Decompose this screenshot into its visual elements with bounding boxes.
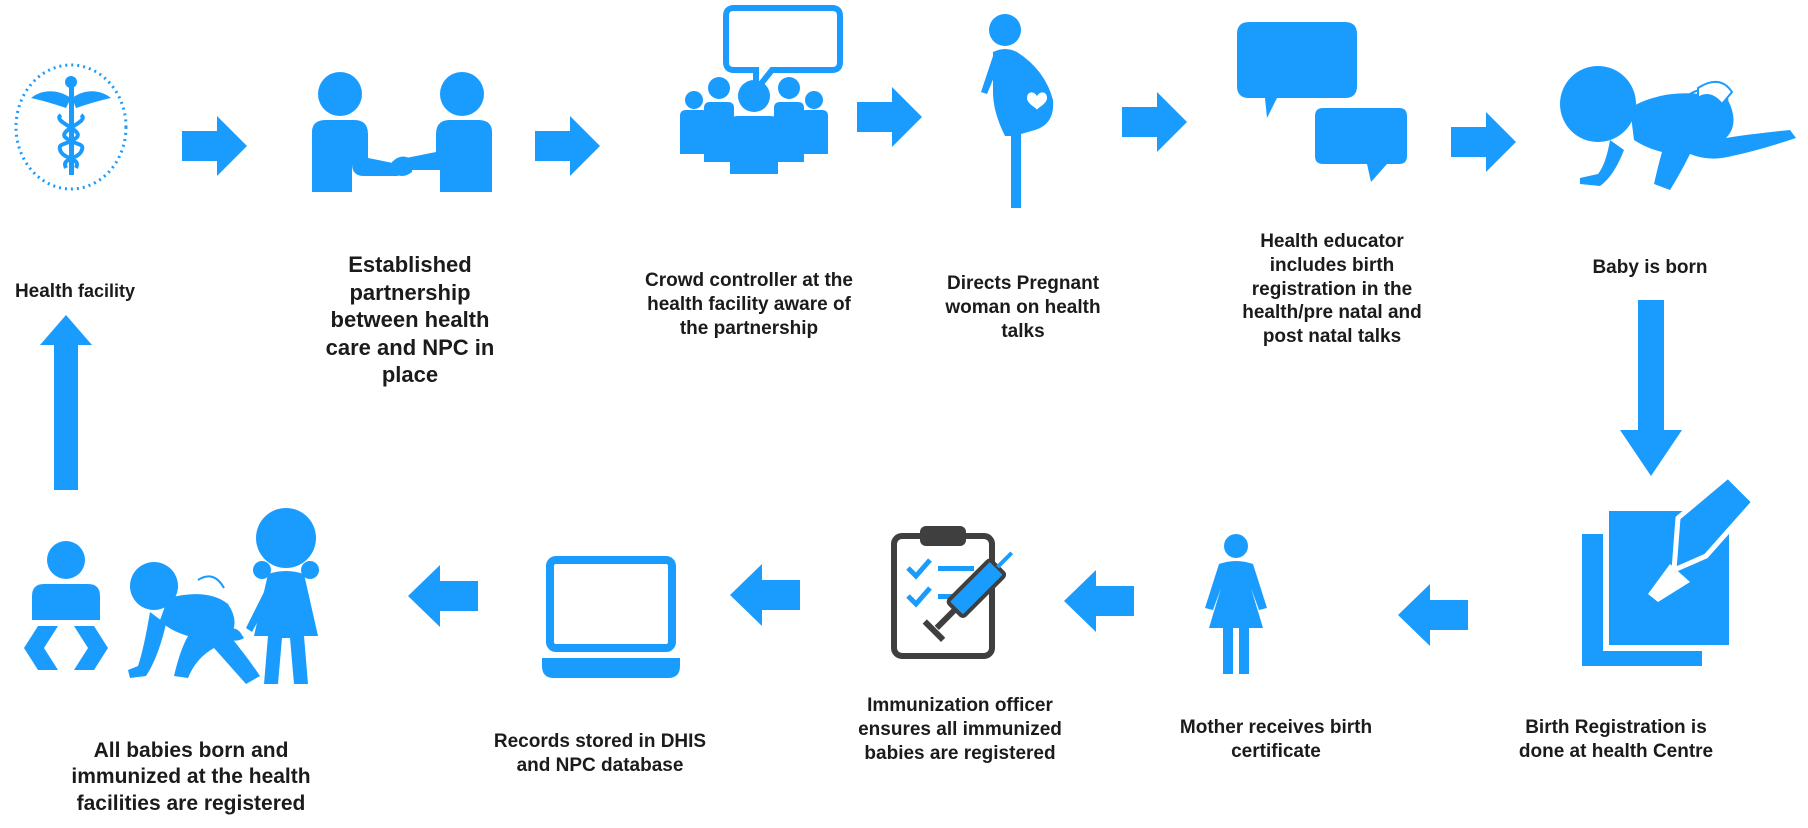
- immunization-officer-label: Immunization officer ensures all immuniz…: [858, 695, 1062, 764]
- crawling-baby-icon: [1550, 64, 1800, 209]
- crowd-speech-icon: [664, 4, 844, 194]
- arrow-right-icon: [535, 116, 600, 176]
- arrow-left-icon: [730, 564, 800, 626]
- pregnant-woman-icon: [975, 12, 1075, 212]
- baby-born-label: Baby is born: [1592, 257, 1708, 278]
- arrow-right-icon: [1451, 112, 1516, 172]
- arrow-right-icon: [1122, 92, 1187, 152]
- records-stored-label: Records stored in DHIS and NPC database: [493, 731, 707, 776]
- birth-registration-label: Birth Registration is done at health Cen…: [1518, 717, 1714, 762]
- arrow-down-icon: [1620, 300, 1682, 476]
- children-group-icon: [18, 508, 343, 688]
- all-babies-label: All babies born and immunized at the hea…: [71, 739, 311, 815]
- laptop-icon: [542, 556, 682, 680]
- arrow-up-icon: [40, 315, 92, 490]
- health-facility-label-strong: Health: [14, 281, 74, 302]
- document-pen-icon: [1578, 472, 1758, 671]
- arrow-left-icon: [1064, 570, 1134, 632]
- partnership-label: Established partnership between health c…: [325, 252, 495, 387]
- health-facility-label: Health facility: [0, 280, 150, 304]
- crowd-controller-label: Crowd controller at the health facility …: [645, 270, 853, 339]
- caduceus-icon: [6, 60, 136, 195]
- health-facility-label-rest: facility: [73, 281, 136, 301]
- handshake-icon: [312, 72, 492, 192]
- clipboard-syringe-icon: [890, 526, 1030, 661]
- woman-icon: [1205, 534, 1267, 674]
- speech-bubbles-icon: [1237, 20, 1407, 185]
- pregnant-woman-label: Directs Pregnant woman on health talks: [945, 273, 1101, 342]
- arrow-left-icon: [408, 565, 478, 627]
- arrow-right-icon: [857, 87, 922, 147]
- arrow-left-icon: [1398, 584, 1468, 646]
- arrow-right-icon: [182, 116, 247, 176]
- mother-certificate-label: Mother receives birth certificate: [1179, 717, 1373, 762]
- health-educator-label: Health educator includes birth registrat…: [1242, 231, 1422, 347]
